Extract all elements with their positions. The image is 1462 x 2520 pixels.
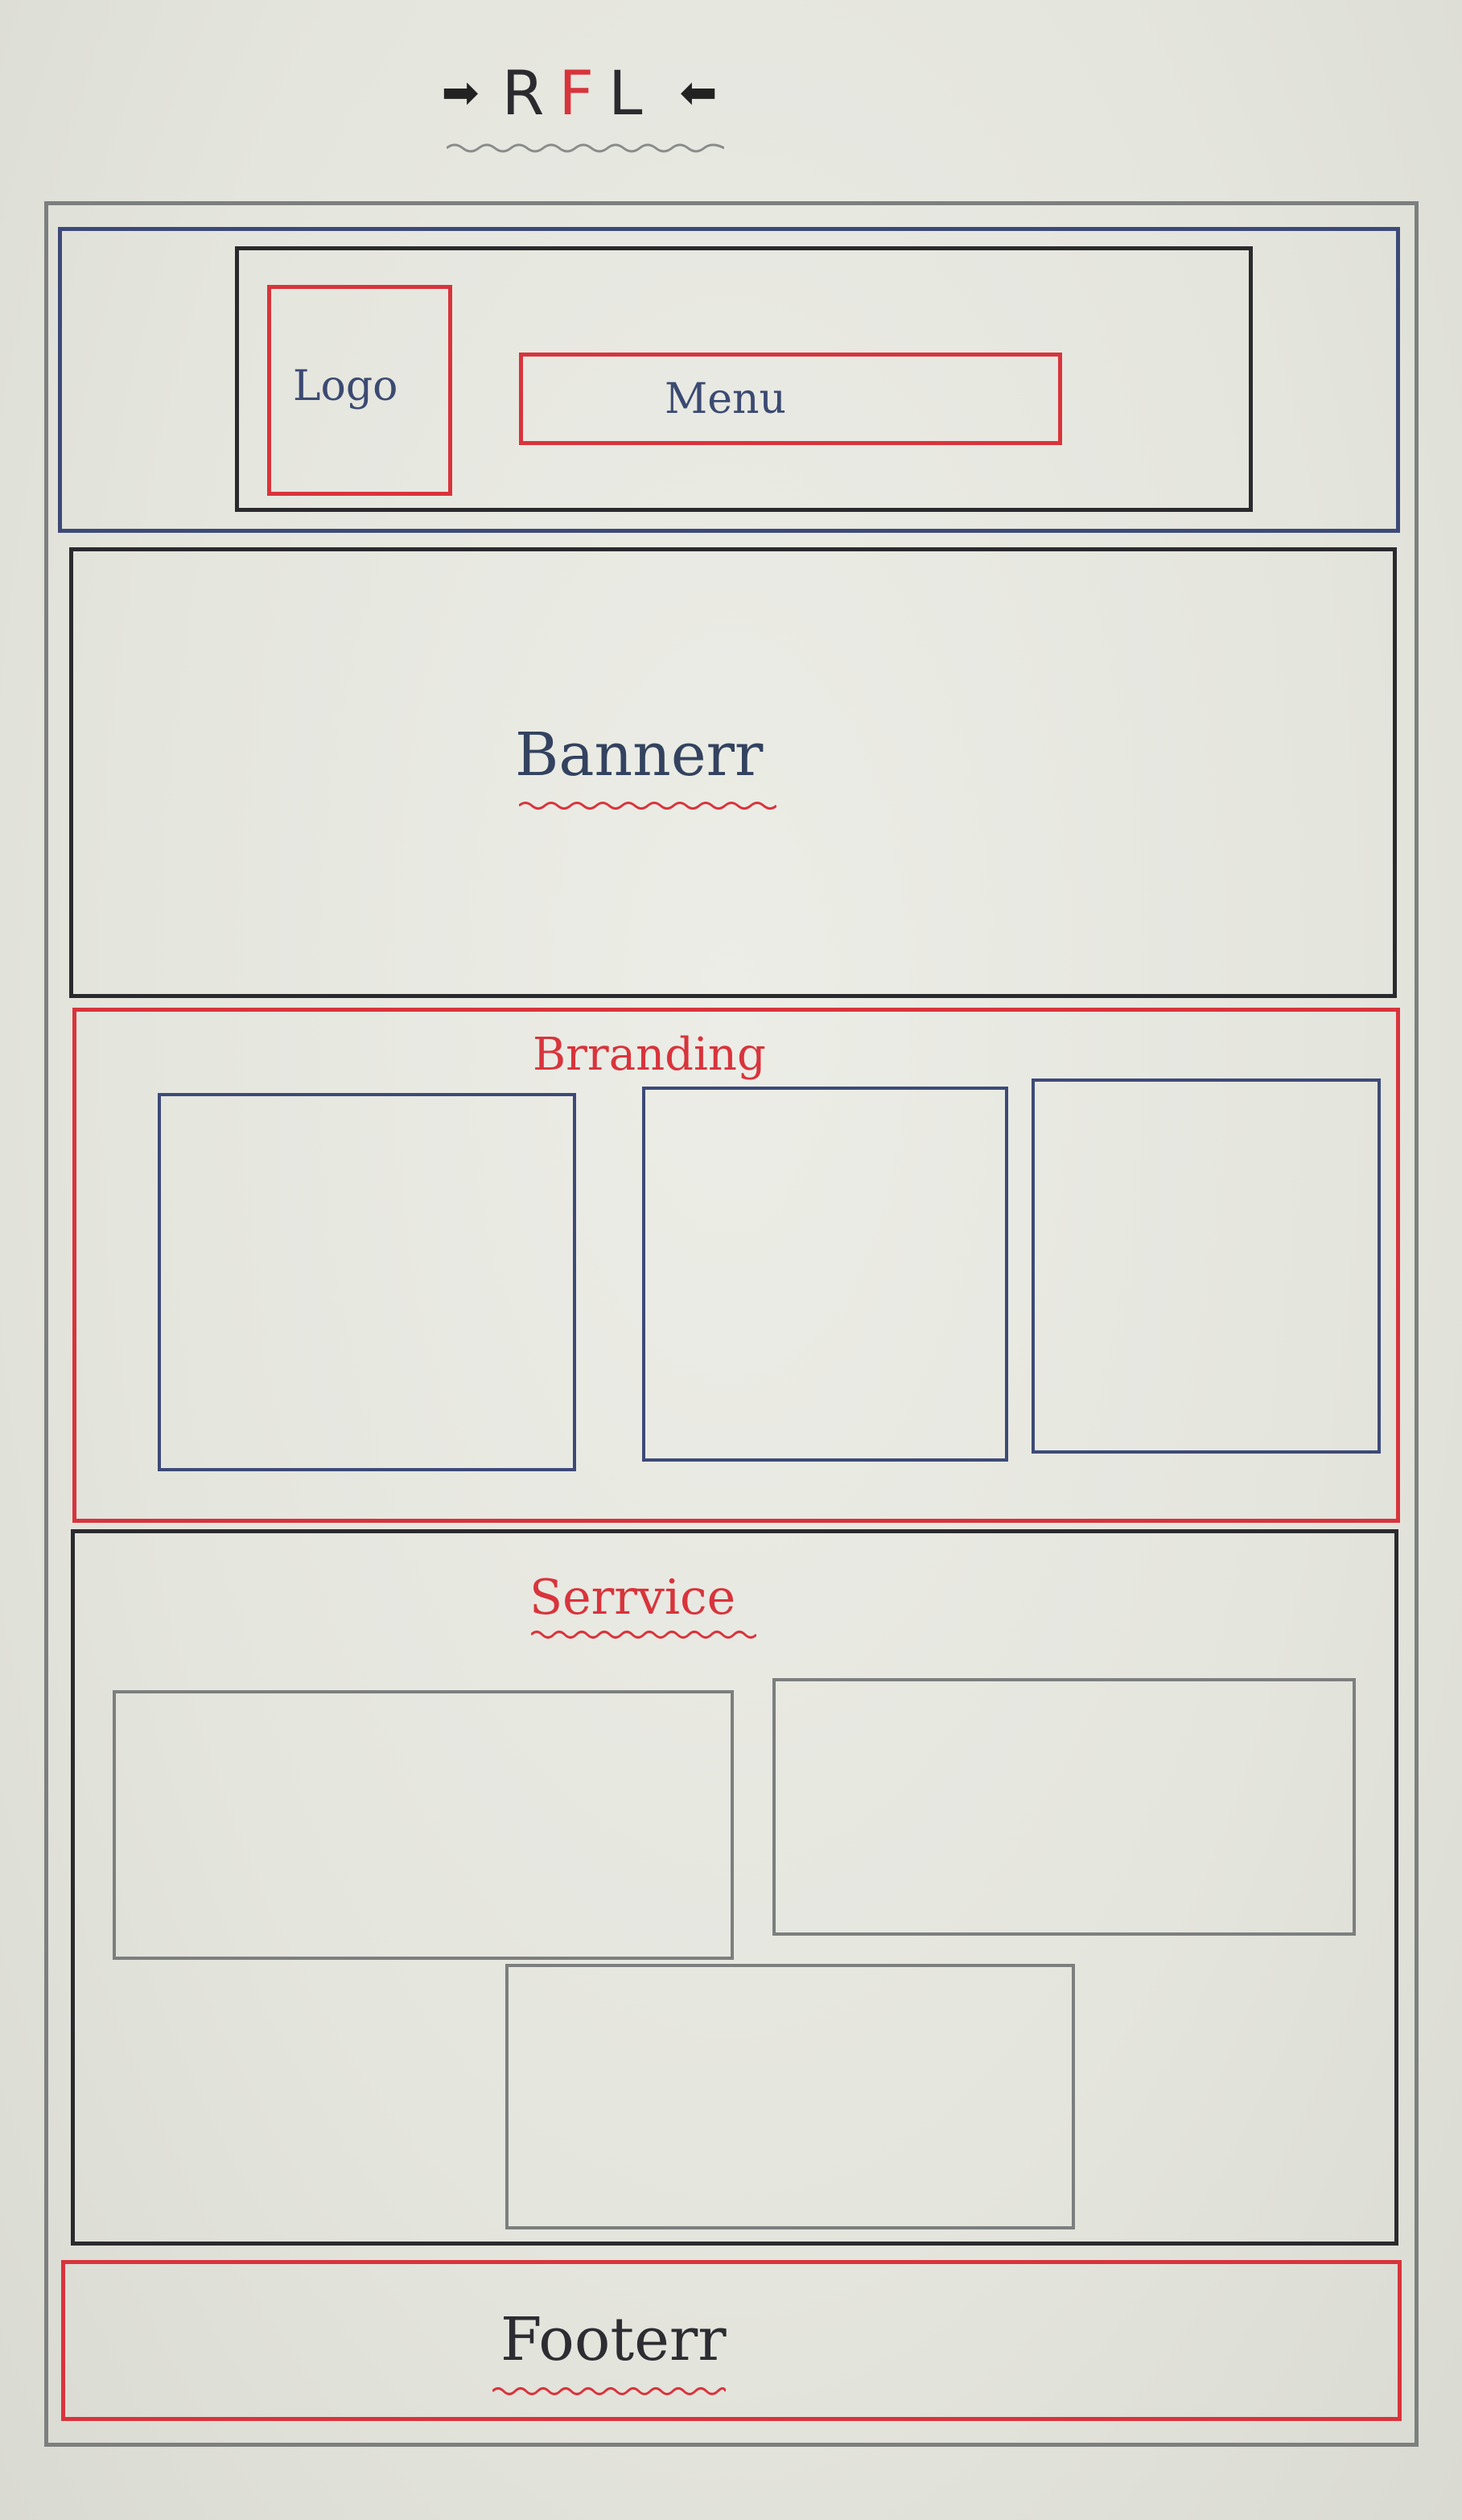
logo-placeholder[interactable] <box>267 285 452 496</box>
service-underline <box>531 1631 756 1639</box>
header-section <box>58 227 1400 533</box>
branding-card-2[interactable] <box>642 1087 1008 1462</box>
left-arrow-icon: ⬅ <box>679 66 718 119</box>
service-card-2[interactable] <box>772 1678 1356 1936</box>
menu-label: Menu <box>665 375 786 423</box>
branding-label: Brranding <box>533 1029 766 1081</box>
branding-card-1[interactable] <box>158 1093 576 1471</box>
footer-section <box>61 2260 1402 2421</box>
banner-section <box>69 547 1397 998</box>
banner-underline <box>519 802 776 810</box>
title-letter-l: L <box>608 56 657 129</box>
title-underline <box>447 143 724 153</box>
page-frame <box>44 201 1419 2447</box>
service-card-1[interactable] <box>113 1690 734 1960</box>
title-letter-f: F <box>558 56 609 129</box>
service-label: Serrvice <box>529 1569 736 1626</box>
service-card-3[interactable] <box>505 1964 1075 2229</box>
branding-section <box>72 1008 1400 1523</box>
menu-bar[interactable] <box>519 353 1062 445</box>
right-arrow-icon: ➡ <box>441 66 480 119</box>
title-letter-r: R <box>501 56 559 129</box>
branding-card-3[interactable] <box>1032 1079 1381 1454</box>
header-inner-container <box>235 246 1253 512</box>
banner-label: Bannerr <box>515 720 764 790</box>
footer-label: Footerr <box>500 2305 727 2374</box>
logo-label: Logo <box>293 362 398 410</box>
page-title: ➡ RFL ⬅ <box>402 48 756 137</box>
service-section <box>71 1529 1398 2246</box>
footer-underline <box>492 2387 726 2395</box>
